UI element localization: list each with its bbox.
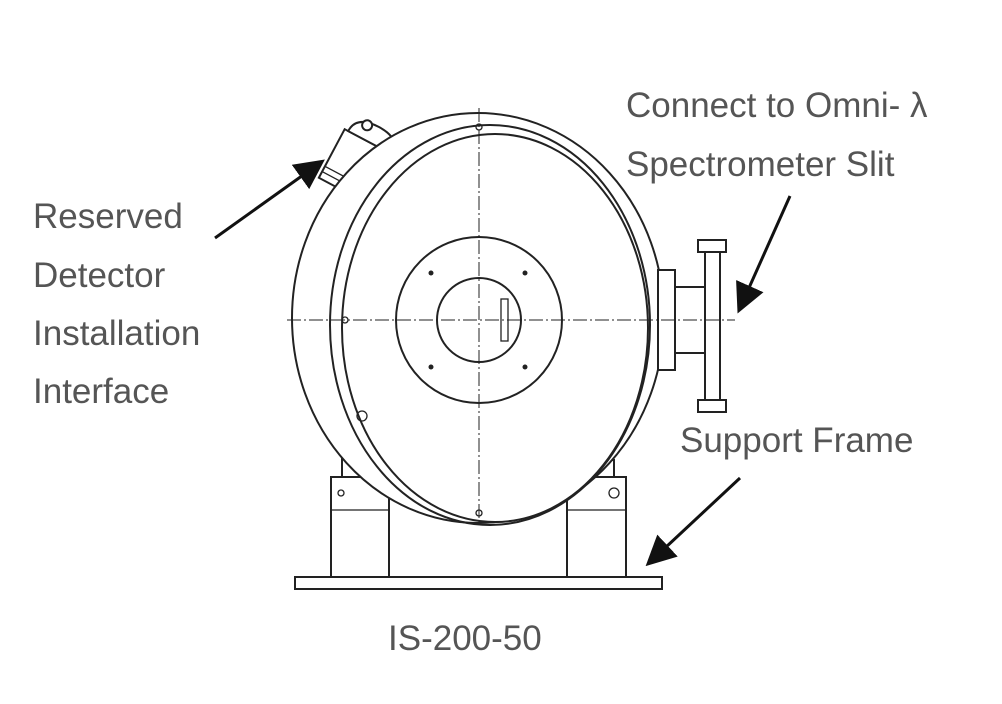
detector-arrow [214,159,325,240]
model-label: IS-200-50 [388,619,542,658]
detector-label: Reserved Detector Installation Interface [33,197,200,411]
sphere-flange-ring [329,124,651,526]
spectrometer-label: Connect to Omni- λ Spectrometer Slit [626,86,928,184]
slit-arrow [736,195,792,314]
sphere-front-face [341,133,649,523]
spectrometer-port [657,239,727,413]
support-frame-label: Support Frame [680,421,913,460]
label-line: Detector [33,256,166,295]
base-plate [294,576,663,590]
support-arrow [645,476,742,567]
label-line: Installation [33,314,200,353]
label-line: Connect to Omni- λ [626,86,928,125]
label-line: Reserved [33,197,183,236]
label-line: Spectrometer Slit [626,145,895,184]
label-line: Interface [33,372,169,411]
